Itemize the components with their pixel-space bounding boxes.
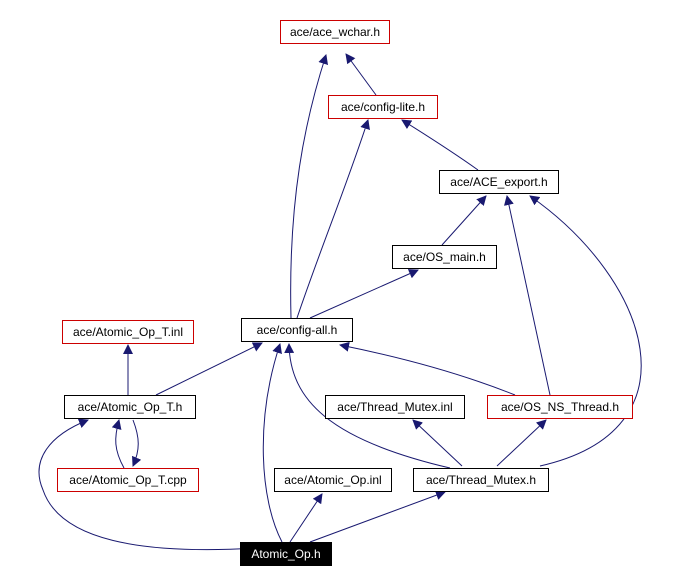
- node-os-ns-thread-h[interactable]: ace/OS_NS_Thread.h: [487, 395, 633, 419]
- edge-config-all-to-ace-wchar: [290, 54, 328, 319]
- edge-config-all-to-config-lite: [296, 119, 370, 319]
- node-atomic-op-t-inl[interactable]: ace/Atomic_Op_T.inl: [62, 320, 194, 344]
- edge-atomic-op-t-h-to-config-lite-all: [155, 342, 263, 396]
- node-config-lite-h[interactable]: ace/config-lite.h: [328, 95, 438, 119]
- edge-atomic-op-h-to-config-all: [262, 343, 283, 543]
- node-atomic-op-t-h[interactable]: ace/Atomic_Op_T.h: [64, 395, 196, 419]
- edge-atomic-op-t-cpp-to-atomic-op-t-h: [111, 419, 125, 469]
- node-atomic-op-t-cpp[interactable]: ace/Atomic_Op_T.cpp: [57, 468, 199, 492]
- node-ace-export-h[interactable]: ace/ACE_export.h: [439, 170, 559, 194]
- edge-config-lite-to-ace-wchar: [345, 53, 377, 96]
- edge-thread-mutex-h-to-config-all: [284, 343, 451, 469]
- edge-atomic-op-h-to-atomic-op-inl: [289, 493, 323, 543]
- edge-os-ns-thread-to-ace-export: [504, 195, 551, 396]
- node-atomic-op-inl[interactable]: ace/Atomic_Op.inl: [274, 468, 392, 492]
- edge-atomic-op-t-h-to-atomic-op-t-cpp: [132, 419, 142, 467]
- node-thread-mutex-h[interactable]: ace/Thread_Mutex.h: [413, 468, 549, 492]
- node-os-main-h[interactable]: ace/OS_main.h: [392, 245, 497, 269]
- edge-atomic-op-h-to-thread-mutex-h: [309, 490, 446, 543]
- edge-os-main-to-ace-export: [441, 195, 487, 246]
- node-thread-mutex-inl[interactable]: ace/Thread_Mutex.inl: [325, 395, 465, 419]
- edge-config-all-to-os-main: [309, 269, 419, 319]
- edge-atomic-op-h-to-atomic-op-t-h: [38, 418, 259, 551]
- edge-thread-mutex-h-to-ace-export: [529, 195, 642, 467]
- edge-ace-export-to-config-lite: [401, 119, 479, 171]
- node-config-all-h[interactable]: ace/config-all.h: [241, 318, 353, 342]
- edge-os-ns-thread-to-config-all: [339, 341, 516, 396]
- edge-thread-mutex-h-to-os-ns-thread: [496, 419, 547, 467]
- node-ace-wchar-h[interactable]: ace/ace_wchar.h: [280, 20, 390, 44]
- edge-thread-mutex-h-to-thread-mutex-inl: [412, 419, 463, 467]
- node-atomic-op-h[interactable]: Atomic_Op.h: [240, 542, 332, 566]
